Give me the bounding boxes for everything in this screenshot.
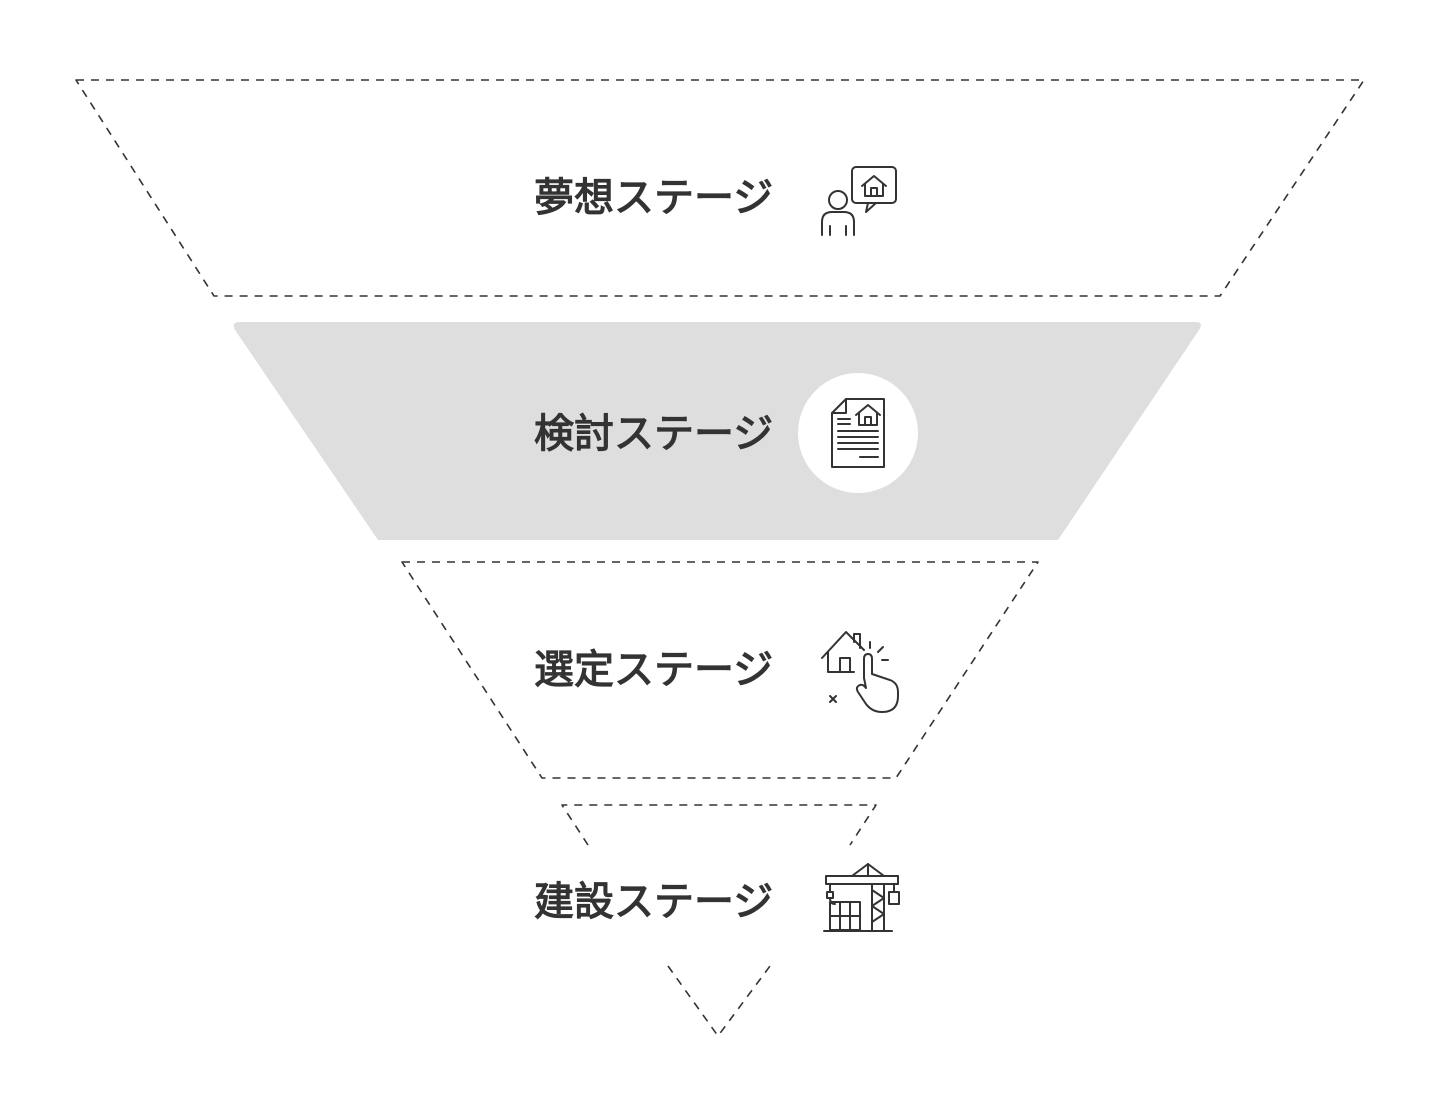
- stage-2-icon-circle: [798, 373, 918, 493]
- stage-4-label: 建設ステージ: [534, 879, 774, 925]
- stage-2-trapezoid: [233, 322, 1201, 540]
- stage-4-triangle-top: [561, 804, 877, 846]
- stage-4-triangle-bottom: [667, 965, 771, 1037]
- house-click-icon: [821, 631, 899, 713]
- person-house-speech-icon: [821, 166, 897, 236]
- house-document-icon: [831, 398, 885, 468]
- stage-3-trapezoid: [401, 561, 1039, 779]
- stage-1-label: 夢想ステージ: [534, 175, 774, 221]
- stage-2-label: 検討ステージ: [534, 411, 774, 457]
- construction-crane-icon: [823, 863, 900, 932]
- stage-3-label: 選定ステージ: [534, 647, 774, 693]
- stage-1-trapezoid: [75, 79, 1365, 297]
